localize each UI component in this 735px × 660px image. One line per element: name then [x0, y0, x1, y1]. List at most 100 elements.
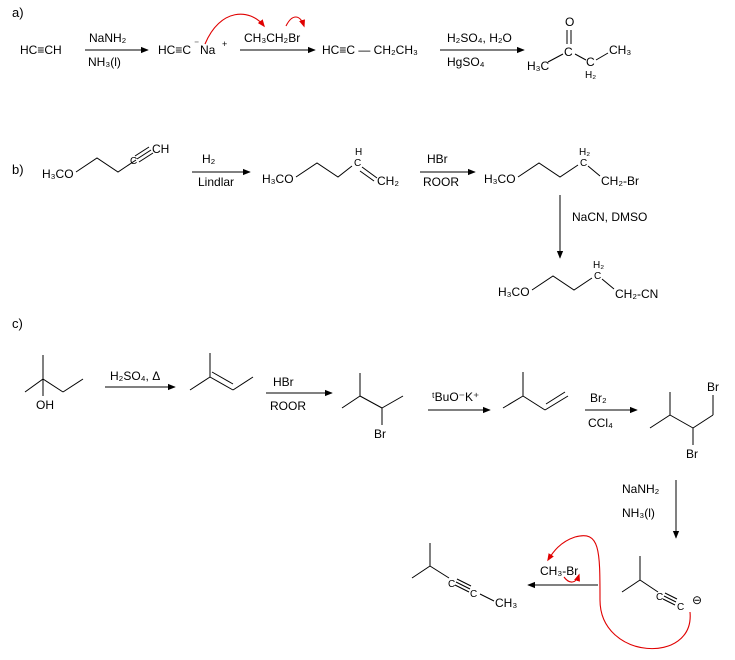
reagent-a1-top: NaNH₂: [89, 31, 127, 45]
c-product: C C CH₃: [411, 543, 517, 610]
b1-alkyne-ch: CH: [152, 142, 169, 156]
c7-triple-2: [456, 578, 472, 587]
c-bromide: Br: [341, 373, 404, 441]
acetylide-anion: ⁻: [194, 39, 199, 50]
b1-alkyne-c: C: [130, 156, 137, 167]
b2-vinyl-c: C: [354, 158, 361, 169]
reagent-a3-bottom: HgSO₄: [447, 55, 485, 69]
part-c: c) OH H₂SO₄, Δ HBr ROOR: [12, 316, 719, 650]
reagent-c6: CH₃-Br: [540, 564, 578, 578]
c7-alkyne-c2: C: [470, 589, 477, 600]
c6-minus: ⊖: [692, 593, 702, 607]
c2-double: [209, 376, 234, 391]
reagent-a3-top: H₂SO₄, H₂O: [447, 31, 512, 45]
ketone-ch2-h: H₂: [585, 70, 596, 81]
c6-alkyne-c1: C: [656, 592, 663, 603]
ketone-methyl: H₃C: [527, 59, 550, 73]
c7-bond: [411, 565, 431, 579]
reagent-b1-bottom: Lindlar: [198, 175, 234, 189]
butyne: HC≡C — CH₂CH₃: [322, 43, 418, 57]
b1-methoxy: H₃CO: [42, 167, 74, 181]
c7-methyl: CH₃: [495, 596, 517, 610]
b4-chain: [531, 275, 593, 291]
b2-double-1: [361, 166, 378, 179]
curved-arrow-leaving: [285, 16, 305, 28]
ketone-bond-right: [574, 53, 587, 61]
c6-bond: [639, 579, 659, 593]
b1-chain: [75, 157, 137, 173]
b3-ch2br: CH₂-Br: [601, 174, 639, 188]
c6-alkyne-c2: C: [677, 602, 684, 613]
b4-methoxy: H₃CO: [498, 285, 530, 299]
acetylide-na: Na: [200, 43, 216, 57]
c7-bond-methyl: [479, 593, 495, 602]
acetylide-plus: +: [222, 39, 227, 49]
b2-double-2: [359, 170, 375, 182]
reagent-c3: ᵗBuO⁻K⁺: [432, 390, 479, 404]
c1-bond: [42, 378, 64, 393]
c-dibromide: Br Br: [649, 380, 719, 461]
reagent-b2-bottom: ROOR: [423, 175, 459, 189]
curved-arrow-attack-c: [547, 535, 691, 650]
b1-triple-1: [136, 149, 152, 160]
c5-bond: [692, 414, 714, 429]
ketone-ch2-c: C: [586, 55, 595, 69]
curved-arrow-leaving-c: [563, 573, 580, 583]
reagent-a2-top: CH₃CH₂Br: [244, 31, 300, 45]
c7-triple-1: [455, 581, 471, 590]
c-alcohol: OH: [24, 355, 84, 412]
c7-bond: [429, 565, 450, 579]
b2-methoxy: H₃CO: [262, 172, 294, 186]
b4-h2: H₂: [593, 260, 604, 271]
c-acetylide: C C ⊖: [621, 556, 702, 613]
b3-bond: [587, 165, 601, 177]
b4-c: C: [594, 271, 601, 282]
c5-bond: [649, 414, 671, 429]
c6-triple-3: [662, 598, 676, 606]
c2-double-2: [211, 371, 234, 385]
c5-br-top: Br: [707, 380, 719, 394]
section-label-c: c): [12, 316, 23, 331]
b3-chain: [517, 162, 579, 178]
reagent-c1: H₂SO₄, Δ: [110, 369, 160, 383]
ketone-oxygen: O: [565, 15, 574, 29]
ketone-bond-left: [547, 53, 564, 63]
c5-br-bottom: Br: [686, 447, 698, 461]
c3-bond: [341, 395, 361, 409]
c4-double: [544, 395, 569, 411]
b3-methoxy: H₃CO: [484, 172, 516, 186]
c7-triple-3: [454, 584, 470, 593]
reagent-b1-top: H₂: [202, 152, 216, 166]
c6-bond: [621, 579, 641, 593]
ketone-bond-ethyl: [595, 52, 609, 61]
reagent-c2-top: HBr: [273, 375, 294, 389]
c3-bond: [381, 395, 404, 409]
reagent-a1-bottom: NH₃(l): [88, 55, 121, 69]
c7-alkyne-c1: C: [448, 579, 455, 590]
b1-triple-2: [138, 152, 154, 163]
c1-oh: OH: [36, 398, 54, 412]
reagent-c2-bottom: ROOR: [270, 399, 306, 413]
part-a: a) HC≡CH NaNH₂ NH₃(l) HC≡C ⁻ Na + CH₃CH₂…: [12, 5, 631, 81]
b3-c: C: [580, 158, 587, 169]
c1-bond: [24, 378, 44, 393]
acetylide-left: HC≡C: [158, 43, 191, 57]
c4-bond: [502, 395, 524, 409]
reagent-c4-top: Br₂: [590, 391, 607, 405]
reagent-c5-top: NaNH₂: [622, 482, 660, 496]
c3-bond: [359, 395, 383, 409]
c6-triple-2: [664, 592, 678, 600]
c3-br: Br: [374, 427, 386, 441]
reagent-b2-top: HBr: [427, 152, 448, 166]
c1-bond: [62, 378, 84, 393]
b4-bond: [601, 278, 615, 290]
c-alkene: [189, 353, 254, 391]
b1-triple-3: [134, 146, 150, 157]
c4-bond: [522, 395, 546, 411]
c6-triple-1: [663, 595, 677, 603]
c4-double-2: [545, 391, 566, 405]
ketone-ethyl-methyl: CH₃: [609, 43, 631, 57]
section-label-b: b): [12, 162, 24, 177]
section-label-a: a): [12, 5, 24, 20]
